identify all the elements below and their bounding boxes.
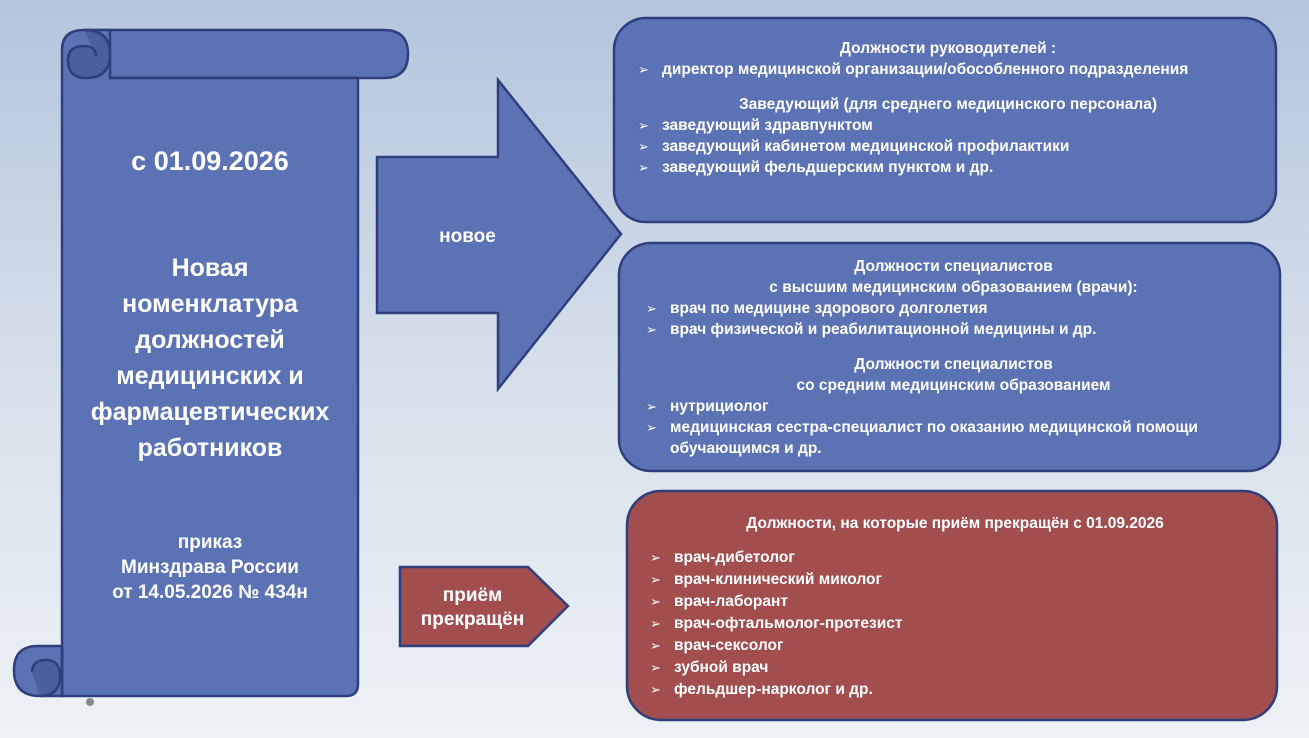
bullet-arrow-icon: ➢ — [650, 638, 661, 653]
list-item: ➢заведующий фельдшерским пунктом и др. — [638, 159, 994, 176]
list-item: ➢врач по медицине здорового долголетия — [646, 300, 988, 317]
managers-list: ➢директор медицинской организации/обособ… — [638, 59, 1258, 80]
list-item: ➢медицинская сестра-специалист по оказан… — [646, 419, 1198, 457]
title-line: медицинских и — [116, 362, 304, 390]
stopped-label-line: приём — [442, 585, 503, 606]
managers-header: Должности руководителей : — [839, 40, 1057, 57]
title-line: работников — [137, 434, 283, 462]
title-line: Новая — [171, 254, 249, 282]
list-item: ➢фельдшер-нарколог и др. — [650, 679, 1260, 701]
list-item: ➢нутрициолог — [646, 398, 769, 415]
list-item: ➢врач-сексолог — [650, 635, 1260, 657]
bullet-arrow-icon: ➢ — [650, 594, 661, 609]
stopped-list: ➢врач-дибетолог ➢врач-клинический миколо… — [650, 547, 1260, 701]
order-reference: приказ Минздрава России от 14.05.2026 № … — [62, 530, 358, 605]
stopped-header: Должности, на которые приём прекращён с … — [746, 515, 1164, 532]
scroll-anchor-dot — [86, 698, 94, 706]
title-line: номенклатура — [122, 290, 298, 318]
bullet-arrow-icon: ➢ — [650, 616, 661, 631]
specialists-box-shape — [617, 241, 1282, 473]
order-line: от 14.05.2026 № 434н — [112, 582, 308, 603]
bullet-arrow-icon: ➢ — [638, 139, 649, 154]
list-item: ➢врач-дибетолог — [650, 547, 1260, 569]
title-line: должностей — [135, 326, 285, 354]
order-line: Минздрава России — [121, 557, 299, 578]
head-positions-list: ➢заведующий здравпунктом ➢заведующий каб… — [638, 115, 1258, 178]
list-item: ➢заведующий здравпунктом — [638, 117, 873, 134]
bullet-arrow-icon: ➢ — [646, 301, 657, 316]
new-arrow-label: новое — [439, 226, 496, 247]
nomenclature-title: Новая номенклатура должностей медицински… — [62, 250, 358, 466]
stopped-box: Должности, на которые приём прекращён с … — [650, 513, 1260, 701]
nurses-header: Должности специалистов со средним медици… — [796, 356, 1111, 394]
list-item: ➢директор медицинской организации/обособ… — [638, 61, 1189, 78]
managers-box: Должности руководителей : ➢директор меди… — [638, 38, 1258, 178]
list-item: ➢врач-клинический миколог — [650, 569, 1260, 591]
order-line: приказ — [177, 532, 243, 553]
specialists-box: Должности специалистов с высшим медицинс… — [646, 256, 1261, 459]
stopped-arrow-shape — [398, 565, 570, 648]
start-date: с 01.09.2026 — [131, 146, 289, 176]
scroll-shape — [12, 28, 410, 698]
bullet-arrow-icon: ➢ — [650, 572, 661, 587]
stopped-label-line: прекращён — [420, 609, 525, 630]
bullet-arrow-icon: ➢ — [650, 660, 661, 675]
bullet-arrow-icon: ➢ — [650, 682, 661, 697]
new-arrow-shape — [375, 76, 623, 393]
bullet-arrow-icon: ➢ — [650, 550, 661, 565]
bullet-arrow-icon: ➢ — [646, 399, 657, 414]
doctors-list: ➢врач по медицине здорового долголетия ➢… — [646, 298, 1261, 340]
bullet-arrow-icon: ➢ — [646, 420, 657, 435]
list-item: ➢зубной врач — [650, 657, 1260, 679]
list-item: ➢врач-офтальмолог-протезист — [650, 613, 1260, 635]
list-item: ➢врач физической и реабилитационной меди… — [646, 321, 1097, 338]
nurses-list: ➢нутрициолог ➢медицинская сестра-специал… — [646, 396, 1261, 459]
bullet-arrow-icon: ➢ — [638, 160, 649, 175]
managers-box-shape — [612, 16, 1278, 224]
list-item: ➢заведующий кабинетом медицинской профил… — [638, 138, 1070, 155]
bullet-arrow-icon: ➢ — [646, 322, 657, 337]
bullet-arrow-icon: ➢ — [638, 62, 649, 77]
stopped-arrow-label: приём прекращён — [400, 584, 545, 632]
bullet-arrow-icon: ➢ — [638, 118, 649, 133]
doctors-header: Должности специалистов с высшим медицинс… — [769, 258, 1138, 296]
head-nurse-header: Заведующий (для среднего медицинского пе… — [738, 96, 1158, 113]
list-item: ➢врач-лаборант — [650, 591, 1260, 613]
title-line: фармацевтических — [90, 398, 330, 426]
stopped-box-shape — [625, 489, 1279, 722]
